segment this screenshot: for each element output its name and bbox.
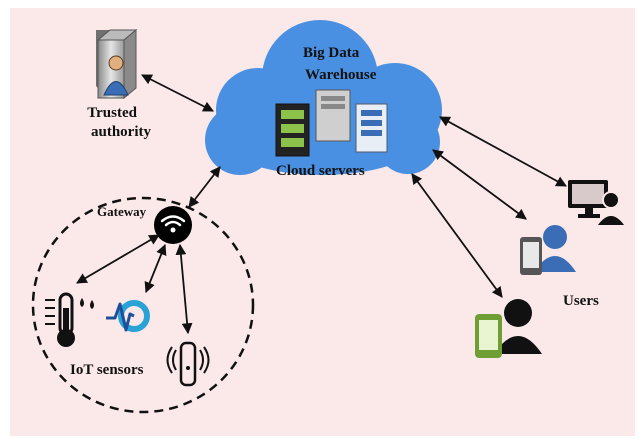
- arrow-cloud-black-user: [411, 173, 503, 298]
- connection-arrows: [76, 74, 567, 335]
- server-with-user-icon: [96, 28, 138, 100]
- trusted-authority-line-2: authority: [91, 124, 152, 140]
- mobile-user-black-icon: [475, 299, 542, 358]
- iot-sensors-label: IoT sensors: [70, 362, 144, 378]
- thermometer-icon: [45, 292, 94, 347]
- cloud-title-label: Big Data Warehouse: [303, 45, 377, 83]
- arrow-gateway-pulse: [144, 243, 167, 294]
- arrow-cloud-mobile-user: [432, 149, 527, 220]
- arrow-gateway-cloud: [188, 166, 221, 208]
- wifi-icon: [154, 206, 192, 244]
- rfid-sensor-icon: [166, 341, 210, 387]
- arrow-gateway-thermometer: [76, 234, 160, 284]
- arrow-gateway-rfid: [175, 243, 193, 335]
- trusted-authority-label: Trusted authority: [87, 105, 151, 140]
- cloud-servers-icon: [275, 89, 388, 157]
- trusted-authority-line-1: Trusted: [87, 105, 137, 121]
- cloud-title-line-1: Big Data: [303, 45, 360, 61]
- desktop-user-icon: [568, 180, 628, 227]
- mobile-user-blue-icon: [520, 225, 576, 275]
- cloud-servers-label: Cloud servers: [276, 163, 365, 179]
- arrow-cloud-desktop-user: [439, 116, 567, 187]
- pulse-sensor-icon: [106, 300, 150, 332]
- arrow-authority-cloud: [141, 74, 214, 112]
- users-label: Users: [563, 293, 599, 309]
- iot-boundary: [31, 196, 255, 414]
- gateway-label: Gateway: [97, 204, 147, 219]
- cloud-title-line-2: Warehouse: [305, 67, 377, 83]
